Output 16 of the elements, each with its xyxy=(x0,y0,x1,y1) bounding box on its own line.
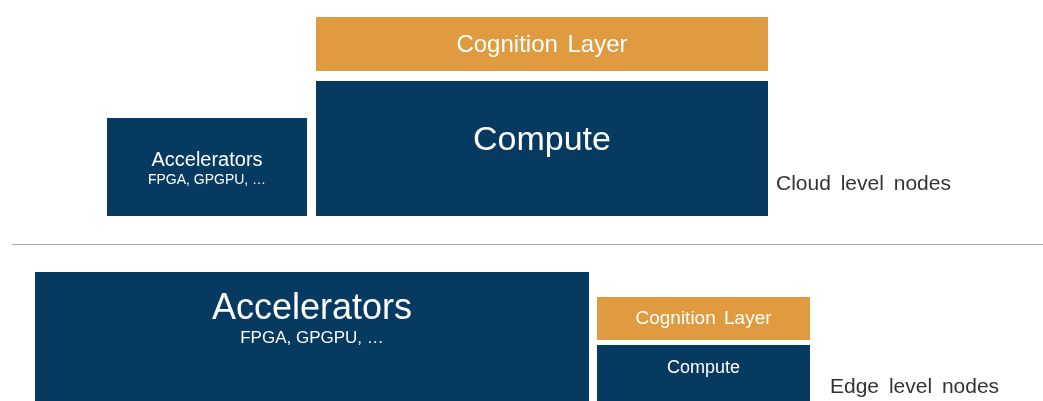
block-title: Accelerators xyxy=(151,146,263,171)
layer-block xyxy=(316,17,768,71)
block-title: Compute xyxy=(473,118,611,159)
block-title: Accelerators xyxy=(211,284,413,328)
accelerator-block xyxy=(107,118,307,216)
block-title: Cognition Layer xyxy=(635,307,772,330)
layer-block xyxy=(597,297,810,340)
block-title: Compute xyxy=(666,357,740,379)
compute-block xyxy=(316,81,768,216)
compute-block xyxy=(597,345,810,401)
block-subtitle: FPGA, GPGPU, … xyxy=(147,170,267,188)
block-subtitle: FPGA, GPGPU, … xyxy=(240,327,384,349)
accelerator-block xyxy=(35,272,589,401)
tier-label: Edge level nodes xyxy=(830,374,1000,398)
tier-label: Cloud level nodes xyxy=(776,171,951,195)
block-title: Cognition Layer xyxy=(456,29,628,59)
